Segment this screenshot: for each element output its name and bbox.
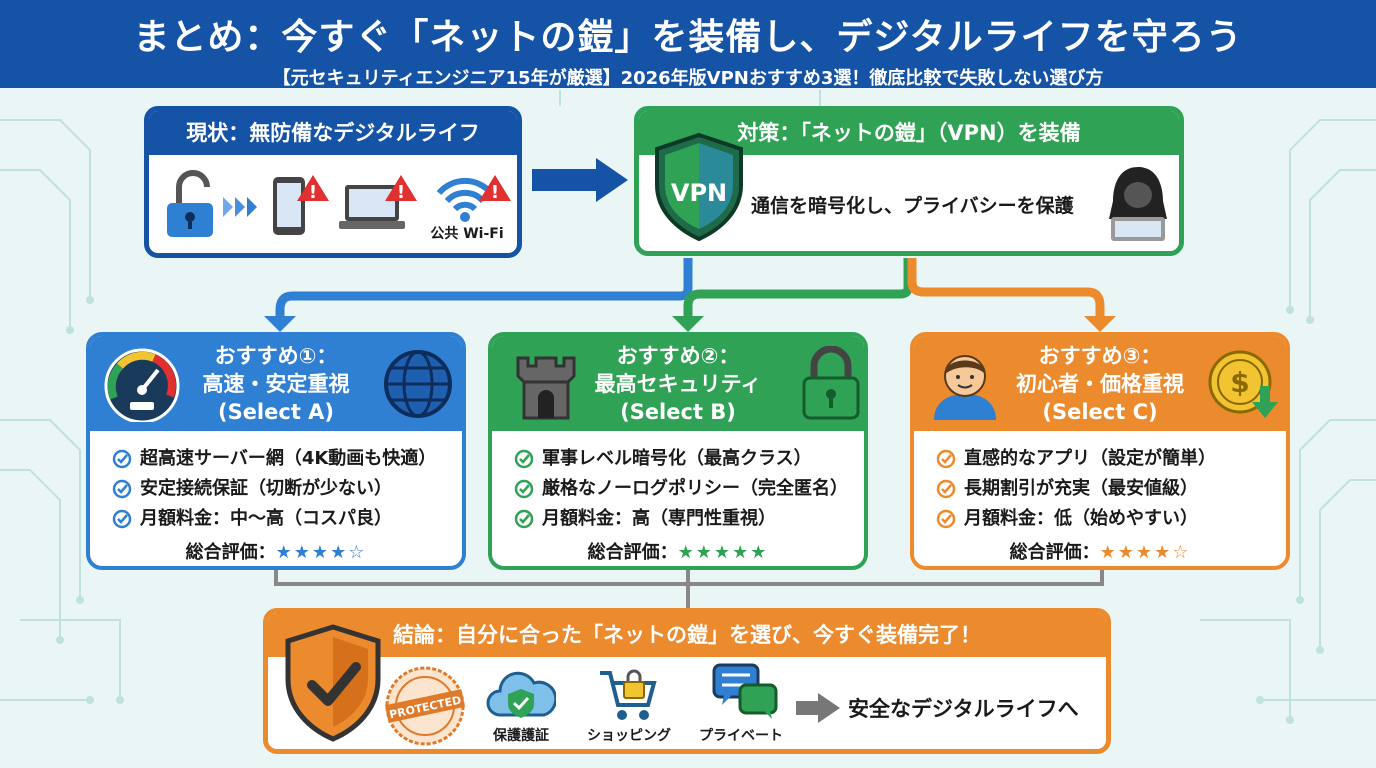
check-circle-icon: [514, 479, 534, 499]
svg-text:$: $: [1230, 366, 1249, 399]
recommendation-card-b: おすすめ②： 最高セキュリティ (Select B) 軍事レベル暗号化（最高クラ…: [488, 332, 868, 570]
page-title: まとめ：今すぐ「ネットの鎧」を装備し、デジタルライフを守ろう: [133, 17, 1243, 58]
check-circle-icon: [514, 509, 534, 529]
check-circle-icon: [112, 509, 132, 529]
icon-label-protection: 保護護証: [493, 728, 549, 744]
card-b-title-line1: おすすめ②：: [616, 344, 740, 368]
card-c-title: おすすめ③： 初心者・価格重視 (Select C): [1004, 342, 1196, 426]
check-circle-icon: [112, 479, 132, 499]
card-b-title: おすすめ②： 最高セキュリティ (Select B): [582, 342, 774, 426]
rating-label: 総合評価：: [185, 542, 276, 563]
vpn-shield-text: VPN: [671, 179, 727, 207]
svg-text:!: !: [491, 182, 499, 203]
speedometer-icon: [104, 348, 180, 422]
measure-box: 対策：「ネットの鎧」（VPN）を装備 VPN 通信を暗号化し、プライバシーを保護: [634, 106, 1184, 256]
feature-text: 月額料金：高（専門性重視）: [542, 508, 776, 529]
card-b-features: 軍事レベル暗号化（最高クラス） 厳格なノーログポリシー（完全匿名） 月額料金：高…: [514, 444, 848, 534]
card-a-rating: 総合評価：★★★★☆: [90, 538, 462, 564]
rating-label: 総合評価：: [1009, 542, 1100, 563]
check-circle-icon: [112, 449, 132, 469]
svg-text:!: !: [309, 182, 317, 203]
card-b-title-line2: 最高セキュリティ: [594, 372, 762, 396]
feature-item: 厳格なノーログポリシー（完全匿名）: [514, 474, 848, 504]
smartphone-warning-icon: !: [273, 175, 329, 235]
card-b-title-line3: (Select B): [620, 400, 736, 424]
conclusion-title: 結論：自分に合った「ネットの鎧」を選び、今すぐ装備完了！: [268, 613, 1106, 657]
check-circle-icon: [936, 509, 956, 529]
feature-text: 安定接続保証（切断が少ない）: [140, 478, 392, 499]
vpn-shield-icon: VPN: [655, 132, 743, 242]
page-subtitle: 【元セキュリティエンジニア15年が厳選】2026年版VPNおすすめ3選！徹底比較…: [272, 68, 1104, 89]
hooded-hacker-icon: [1109, 167, 1167, 241]
feature-text: 直感的なアプリ（設定が簡単）: [964, 448, 1216, 469]
protected-stamp-icon: PROTECTED: [384, 666, 466, 746]
arrow-right-icon: [796, 693, 840, 723]
card-b-rating: 総合評価：★★★★★: [492, 538, 864, 564]
card-c-title-line2: 初心者・価格重視: [1016, 372, 1184, 396]
icon-label-private: プライベート: [699, 728, 783, 744]
card-c-features: 直感的なアプリ（設定が簡単） 長期割引が充実（最安値級） 月額料金：低（始めやす…: [936, 444, 1216, 534]
situation-box: 現状：無防備なデジタルライフ ! ! ! 公共 Wi-Fi: [144, 106, 522, 258]
feature-item: 安定接続保証（切断が少ない）: [112, 474, 436, 504]
chat-bubbles-icon: [712, 663, 778, 719]
cart-lock-icon: [600, 669, 657, 720]
icon-label-shopping: ショッピング: [587, 728, 671, 744]
feature-text: 長期割引が充実（最安値級）: [964, 478, 1198, 499]
card-b-header: おすすめ②： 最高セキュリティ (Select B): [492, 336, 864, 431]
final-message: 安全なデジタルライフへ: [848, 697, 1079, 721]
globe-icon: [384, 350, 452, 418]
card-a-title-line2: 高速・安定重視: [202, 372, 350, 396]
check-circle-icon: [936, 449, 956, 469]
laptop-warning-icon: !: [339, 175, 417, 229]
public-wifi-label: 公共 Wi-Fi: [430, 226, 504, 242]
feature-text: 軍事レベル暗号化（最高クラス）: [542, 448, 812, 469]
padlock-icon: [802, 346, 860, 420]
wifi-warning-icon: !: [436, 175, 511, 222]
star-rating: ★★★★★: [677, 542, 769, 563]
dollar-coin-down-icon: $: [1208, 350, 1278, 418]
feature-item: 直感的なアプリ（設定が簡単）: [936, 444, 1216, 474]
star-rating: ★★★★☆: [1099, 542, 1191, 563]
feature-text: 月額料金：中〜高（コスパ良）: [140, 508, 392, 529]
situation-title: 現状：無防備なデジタルライフ: [149, 111, 517, 155]
unlocked-padlock-icon: [167, 170, 213, 237]
card-a-title-line1: おすすめ①：: [214, 344, 338, 368]
svg-text:!: !: [397, 182, 405, 203]
star-rating: ★★★★☆: [275, 542, 367, 563]
user-avatar-icon: [934, 355, 996, 420]
card-c-title-line3: (Select C): [1042, 400, 1158, 424]
feature-item: 月額料金：中〜高（コスパ良）: [112, 504, 436, 534]
check-shield-icon: [285, 624, 381, 742]
card-a-features: 超高速サーバー網（4K動画も快適） 安定接続保証（切断が少ない） 月額料金：中〜…: [112, 444, 436, 534]
card-c-title-line1: おすすめ③：: [1038, 344, 1162, 368]
feature-item: 長期割引が充実（最安値級）: [936, 474, 1216, 504]
measure-description: 通信を暗号化し、プライバシーを保護: [751, 195, 1074, 217]
check-circle-icon: [936, 479, 956, 499]
feature-item: 月額料金：低（始めやすい）: [936, 504, 1216, 534]
check-circle-icon: [514, 449, 534, 469]
card-c-rating: 総合評価：★★★★☆: [914, 538, 1286, 564]
cloud-check-icon: [486, 671, 556, 718]
card-c-header: おすすめ③： 初心者・価格重視 (Select C) $: [914, 336, 1286, 431]
feature-item: 軍事レベル暗号化（最高クラス）: [514, 444, 848, 474]
triple-chevron-icon: [223, 197, 257, 217]
feature-text: 月額料金：低（始めやすい）: [964, 508, 1198, 529]
feature-text: 超高速サーバー網（4K動画も快適）: [140, 448, 437, 469]
card-a-header: おすすめ①： 高速・安定重視 (Select A): [90, 336, 462, 431]
card-a-title: おすすめ①： 高速・安定重視 (Select A): [180, 342, 372, 426]
conclusion-box: 結論：自分に合った「ネットの鎧」を選び、今すぐ装備完了！ PROTECTED 保…: [263, 608, 1111, 754]
feature-item: 月額料金：高（専門性重視）: [514, 504, 848, 534]
feature-text: 厳格なノーログポリシー（完全匿名）: [542, 478, 848, 499]
rating-label: 総合評価：: [587, 542, 678, 563]
card-a-title-line3: (Select A): [217, 400, 335, 424]
recommendation-card-a: おすすめ①： 高速・安定重視 (Select A) 超高速サーバー網（4K動画も…: [86, 332, 466, 570]
castle-tower-icon: [516, 356, 576, 420]
feature-item: 超高速サーバー網（4K動画も快適）: [112, 444, 436, 474]
recommendation-card-c: おすすめ③： 初心者・価格重視 (Select C) $ 直感的なアプリ（設定が…: [910, 332, 1290, 570]
page-header: まとめ：今すぐ「ネットの鎧」を装備し、デジタルライフを守ろう 【元セキュリティエ…: [0, 0, 1376, 89]
